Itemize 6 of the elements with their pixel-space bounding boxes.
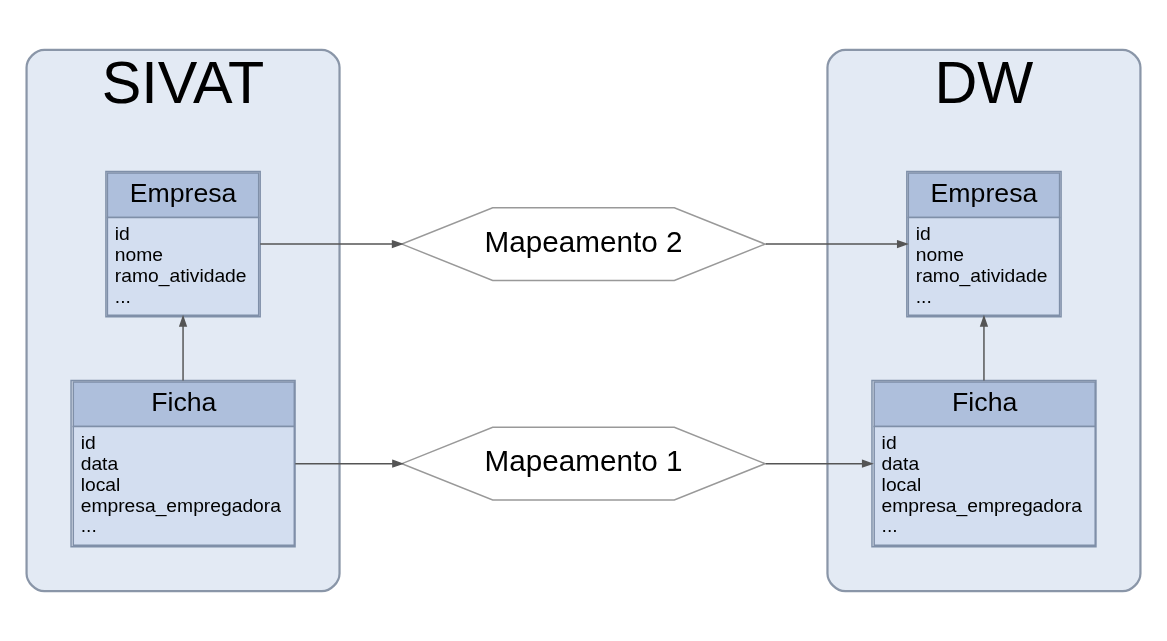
arrow [764, 239, 909, 249]
arrow [764, 459, 874, 468]
arrow [294, 459, 405, 468]
arrow [178, 314, 188, 382]
arrow [979, 314, 989, 382]
arrow [259, 239, 404, 249]
